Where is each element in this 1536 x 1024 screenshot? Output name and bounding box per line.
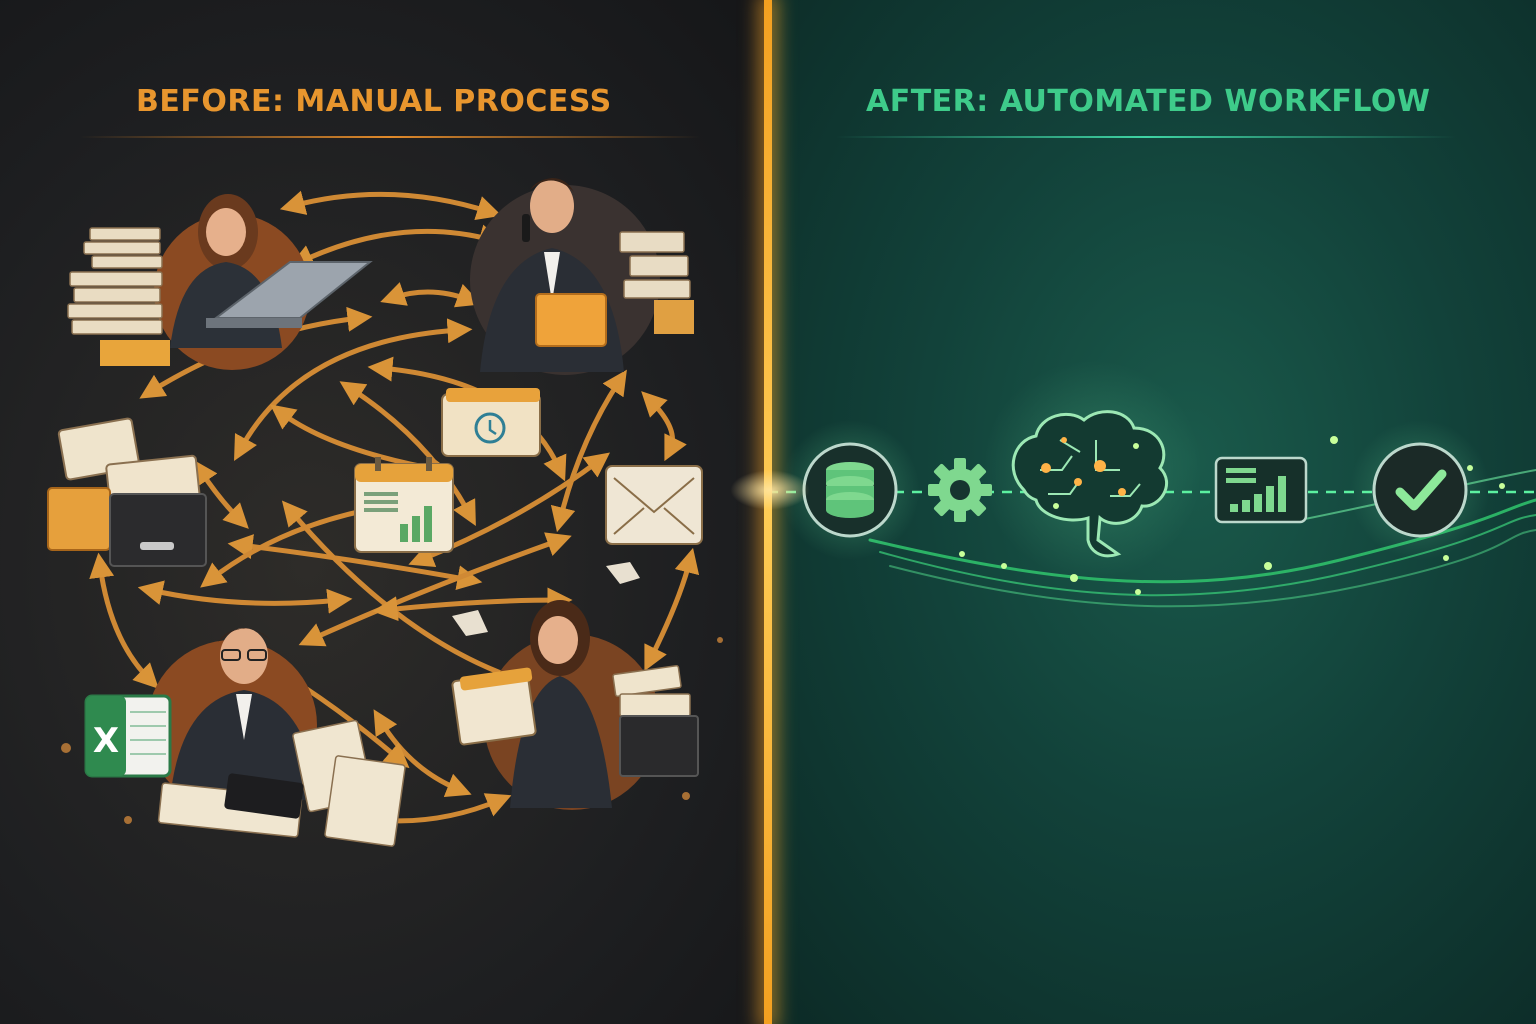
before-heading-text: MANUAL PROCESS xyxy=(295,84,612,119)
calendar-chart-icon xyxy=(354,457,454,553)
after-heading: AFTER: AUTOMATED WORKFLOW xyxy=(866,84,1430,119)
checkmark-icon xyxy=(1350,420,1490,560)
clock-folder-icon xyxy=(441,388,541,457)
woman-with-laptop xyxy=(67,194,373,370)
ai-brain-icon xyxy=(982,360,1202,580)
before-heading-label: BEFORE: xyxy=(136,84,285,119)
bar-chart-icon xyxy=(1214,456,1308,524)
before-heading-rule xyxy=(80,136,700,138)
envelope-icon xyxy=(605,465,703,545)
file-drawer-icon xyxy=(47,417,207,567)
after-heading-text: AUTOMATED WORKFLOW xyxy=(999,84,1431,119)
database-icon xyxy=(780,420,920,560)
crumpled-paper xyxy=(606,562,640,584)
spreadsheet-icon: X xyxy=(84,694,172,778)
after-heading-label: AFTER: xyxy=(866,84,989,119)
divider-glow xyxy=(730,470,810,510)
crumpled-paper xyxy=(452,610,488,636)
man-with-folder xyxy=(470,178,694,375)
man-with-calculator: X xyxy=(84,628,406,847)
center-divider xyxy=(764,0,772,1024)
spreadsheet-letter: X xyxy=(93,721,119,761)
before-heading: BEFORE: MANUAL PROCESS xyxy=(136,84,612,119)
paper-stack xyxy=(67,227,163,335)
woman-with-documents xyxy=(451,600,699,810)
after-heading-rule xyxy=(836,136,1456,138)
